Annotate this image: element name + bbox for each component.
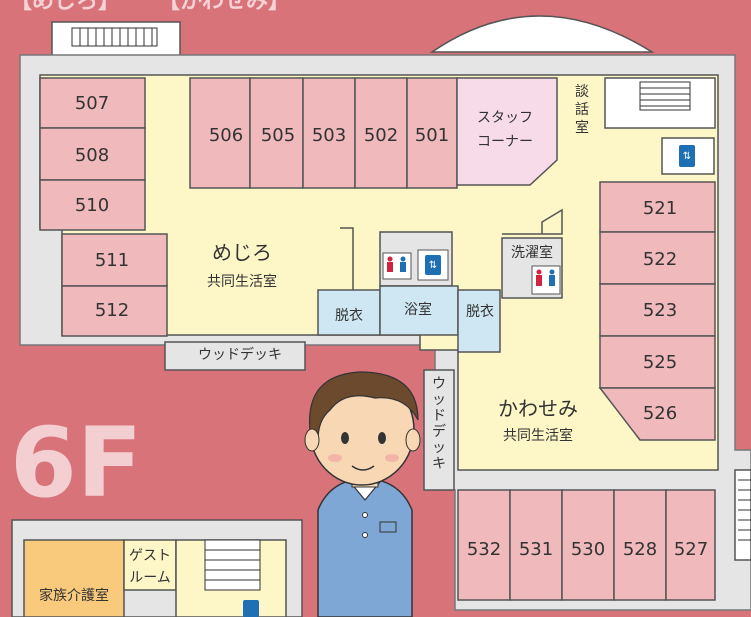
- room-522-label: 522: [643, 249, 677, 270]
- room-523[interactable]: [599, 283, 716, 337]
- room-522[interactable]: [599, 231, 716, 285]
- kawasemi-sub-label: 共同生活室: [503, 427, 573, 444]
- room-511-label: 511: [95, 250, 129, 271]
- dome-shape: [429, 15, 655, 53]
- floor-label: 6F: [10, 407, 142, 519]
- room-531-label: 531: [519, 539, 553, 560]
- room-526[interactable]: [598, 387, 716, 441]
- restroom-icon: [382, 252, 412, 280]
- wood-deck-h-label: ウッドデッキ: [198, 346, 282, 363]
- guest-room-label-1: ゲスト: [129, 548, 171, 564]
- laundry-label: 洗濯室: [511, 244, 553, 261]
- header-kawasemi: 【かわせみ】: [158, 0, 290, 14]
- room-530[interactable]: [561, 489, 615, 601]
- restroom-icon-laundry: [531, 265, 561, 295]
- family-care-room[interactable]: [23, 539, 125, 617]
- guest-room-label-2: ルーム: [129, 570, 171, 586]
- room-501-label: 501: [415, 125, 449, 146]
- room-525-label: 525: [643, 352, 677, 373]
- room-505-label: 505: [261, 125, 295, 146]
- room-523-label: 523: [643, 300, 677, 321]
- stairs-right-edge: [734, 469, 751, 561]
- wood-deck-v-4: デ: [432, 423, 446, 440]
- bottom-rooms: 532 531 530 528 527: [457, 489, 716, 601]
- top-rooms: 506 505 503 502 501: [189, 77, 458, 189]
- character-illustration: [304, 371, 421, 617]
- laundry-wall: [502, 208, 563, 235]
- room-510[interactable]: [39, 179, 146, 231]
- danwa-label-1: 談: [575, 84, 589, 100]
- room-527-label: 527: [674, 539, 708, 560]
- room-527[interactable]: [665, 489, 716, 601]
- header-mejiro: 【めじろ】: [10, 0, 120, 14]
- danwa-label-2: 話: [575, 101, 589, 118]
- stairs-icon-lower: [204, 539, 261, 591]
- elevator-top-right: [661, 137, 715, 175]
- mejiro-label: めじろ: [212, 241, 272, 265]
- room-507-label: 507: [75, 93, 109, 114]
- wood-deck-v-2: ッ: [432, 392, 446, 408]
- room-503-label: 503: [312, 125, 346, 146]
- room-512-label: 512: [95, 300, 129, 321]
- room-506[interactable]: [189, 77, 251, 189]
- kawasemi-label: かわせみ: [498, 397, 578, 421]
- stairs-right-edge-lines: [738, 479, 751, 541]
- dressing-right-label: 脱衣: [466, 304, 494, 320]
- room-505[interactable]: [249, 77, 304, 189]
- room-521-label: 521: [643, 198, 677, 219]
- stairs-icon-top: [71, 27, 158, 47]
- staff-corner-label-1: スタッフ: [477, 110, 533, 126]
- room-510-label: 510: [75, 195, 109, 216]
- room-501[interactable]: [406, 77, 458, 189]
- room-502-label: 502: [364, 125, 398, 146]
- room-512[interactable]: [61, 285, 168, 337]
- family-care-label: 家族介護室: [39, 587, 109, 604]
- room-531[interactable]: [509, 489, 563, 601]
- room-506-label: 506: [209, 125, 243, 146]
- dressing-left-label: 脱衣: [335, 308, 363, 324]
- room-528-label: 528: [623, 539, 657, 560]
- bath-label: 浴室: [404, 301, 432, 318]
- wood-deck-vertical: [423, 369, 455, 491]
- mejiro-sub-label: 共同生活室: [207, 273, 277, 290]
- stairs-icon-right: [639, 81, 691, 111]
- room-508[interactable]: [39, 127, 146, 181]
- svg-text:⇅: ⇅: [683, 151, 691, 162]
- right-rooms: 521 522 523 525 526: [598, 181, 716, 441]
- wood-deck-v-5: ッ: [432, 440, 446, 456]
- staff-corner-label-2: コーナー: [477, 134, 533, 150]
- staff-corner[interactable]: [456, 77, 558, 186]
- room-532[interactable]: [457, 489, 511, 601]
- room-530-label: 530: [571, 539, 605, 560]
- wood-deck-v-6: キ: [432, 456, 446, 472]
- wood-deck-v-1: ウ: [432, 376, 446, 392]
- mejiro-divider: [340, 227, 354, 290]
- room-508-label: 508: [75, 145, 109, 166]
- room-521[interactable]: [599, 181, 716, 233]
- bath-room[interactable]: [379, 285, 459, 336]
- danwa-label-3: 室: [575, 119, 589, 136]
- elevator-icon-center: ⇅: [417, 249, 449, 281]
- room-511[interactable]: [61, 233, 168, 287]
- dressing-right[interactable]: [457, 289, 501, 353]
- room-528[interactable]: [613, 489, 667, 601]
- room-526-label: 526: [643, 403, 677, 424]
- elevator-icon: ⇅: [679, 145, 695, 167]
- room-502[interactable]: [354, 77, 408, 189]
- wood-deck-v-3: ド: [432, 408, 446, 424]
- room-532-label: 532: [467, 539, 501, 560]
- left-rooms: 507 508 510 511 512: [39, 77, 168, 337]
- elevator-icon-lower: [243, 600, 259, 617]
- svg-text:⇅: ⇅: [429, 260, 437, 271]
- wood-deck-horizontal: [164, 341, 306, 371]
